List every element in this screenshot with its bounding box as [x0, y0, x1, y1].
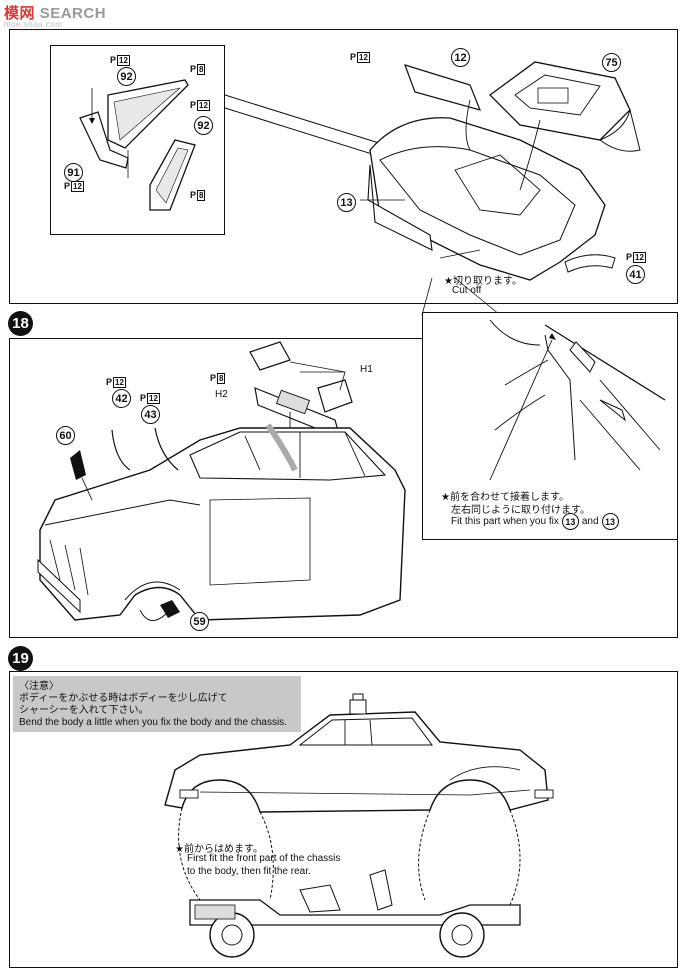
step18-detail-box: [422, 312, 678, 540]
front-fit-note-en1: First fit the front part of the chassis: [187, 853, 341, 864]
caution-jp2: シャーシーを入れて下さい。: [19, 705, 149, 716]
part-43: 43: [141, 405, 160, 424]
cut-off-note-jp: ★切り取ります。: [444, 276, 522, 287]
h1-label: H1: [360, 364, 373, 375]
h2-label: H2: [215, 389, 228, 400]
detail-and: and: [581, 516, 599, 527]
detail-part-13b: 13: [601, 513, 619, 530]
step18-number: 18: [8, 311, 33, 336]
part-13: 13: [337, 193, 356, 212]
part-75: 75: [602, 53, 621, 72]
step17-inset: [50, 45, 225, 235]
caution-en: Bend the body a little when you fix the …: [19, 717, 287, 728]
detail-note-en-text: Fit this part when you fix: [451, 516, 559, 527]
part-92-b: 92: [194, 116, 213, 135]
detail-part-13a: 13: [561, 513, 579, 530]
caution-title: 〈注意〉: [19, 681, 59, 692]
step19-number: 19: [8, 646, 33, 671]
detail-note-en: Fit this part when you fix 13 and 13: [451, 513, 619, 530]
caution-note: 〈注意〉 ボディーをかぶせる時はボディーを少し広げて シャーシーを入れて下さい。…: [13, 676, 301, 732]
part-92-a: 92: [117, 67, 136, 86]
part-42: 42: [112, 389, 131, 408]
detail-note-jp2: 左右同じように取り付けます。: [451, 505, 590, 516]
part-60: 60: [56, 426, 75, 445]
part-41: 41: [626, 265, 645, 284]
part-12: 12: [451, 48, 470, 67]
caution-jp1: ボディーをかぶせる時はボディーを少し広げて: [19, 693, 228, 704]
front-fit-note-jp: ★前からはめます。: [175, 844, 263, 855]
part-91: 91: [64, 163, 83, 182]
cut-off-note-en: Cut off: [452, 285, 482, 296]
watermark: 模网 SEARCH moe.shou.com: [4, 5, 107, 29]
detail-note-jp1: ★前を合わせて接着します。: [441, 492, 569, 503]
part-59: 59: [190, 612, 209, 631]
front-fit-note-en2: to the body, then fit the rear.: [187, 866, 311, 877]
